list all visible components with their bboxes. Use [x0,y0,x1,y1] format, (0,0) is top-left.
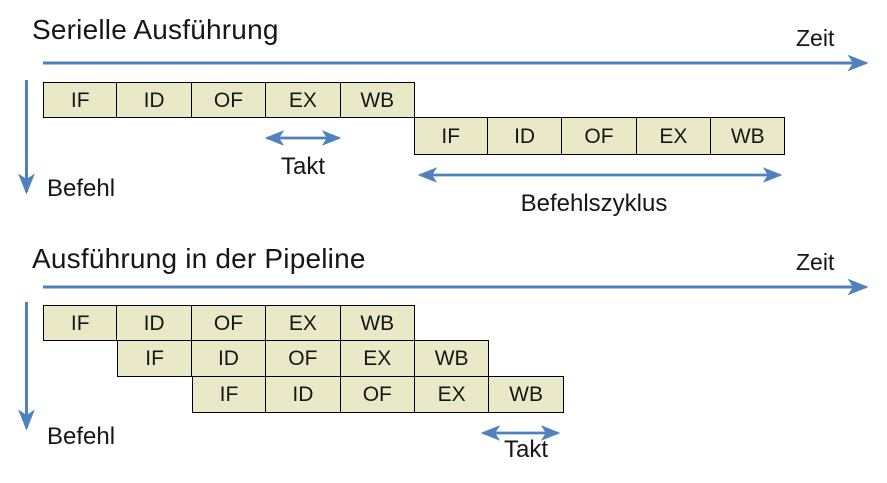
serial-section-title: Serielle Ausführung [32,14,279,45]
serial-time-axis-label: Zeit [796,25,835,51]
pipeline-stage-cell: WB [489,375,564,413]
pipeline-stage-cell: ID [487,117,563,155]
pipeline-stage-cell: EX [414,375,490,413]
serial-instruction-row-1: IF ID OF EX WB [43,82,415,118]
pipeline-stage-cell: WB [414,339,490,377]
pipeline-stage-cell: ID [117,82,192,118]
pipeline-stage-cell: IF [191,375,267,413]
pipeline-stage-cell: EX [340,339,415,377]
pipeline-stage-cell: WB [340,305,415,341]
pipeline-stage-cell: EX [266,82,341,118]
pipeline-stage-cell: IF [43,82,118,118]
pipeline-instruction-row-3: IF ID OF EX WB [191,375,564,413]
pipeline-stage-cell: EX [266,305,341,341]
pipeline-stage-cell: ID [191,339,267,377]
pipeline-time-axis-label: Zeit [796,249,835,275]
serial-instruction-row-2: IF ID OF EX WB [413,117,786,155]
pipeline-stage-cell: OF [191,82,267,118]
serial-befehlszyklus-label: Befehlszyklus [520,190,668,217]
pipeline-stage-cell: OF [266,339,341,377]
pipeline-stage-cell: IF [117,339,192,377]
serial-takt-label: Takt [280,153,325,180]
pipeline-stage-cell: WB [340,82,415,118]
pipeline-stage-cell: EX [636,117,712,155]
pipeline-section-title: Ausführung in der Pipeline [32,243,366,274]
pipeline-stage-cell: ID [117,305,192,341]
pipeline-stage-cell: WB [711,117,786,155]
pipeline-stage-cell: IF [43,305,118,341]
pipeline-stage-cell: ID [266,375,341,413]
pipeline-stage-cell: OF [340,375,415,413]
pipeline-stage-cell: IF [413,117,488,155]
pipeline-instruction-axis-label: Befehl [47,423,116,450]
pipeline-stage-cell: OF [191,305,267,341]
serial-instruction-axis-label: Befehl [47,175,116,202]
pipeline-instruction-row-2: IF ID OF EX WB [117,339,490,377]
pipeline-takt-label: Takt [503,436,548,463]
pipeline-instruction-row-1: IF ID OF EX WB [43,305,415,341]
pipeline-stage-cell: OF [562,117,637,155]
